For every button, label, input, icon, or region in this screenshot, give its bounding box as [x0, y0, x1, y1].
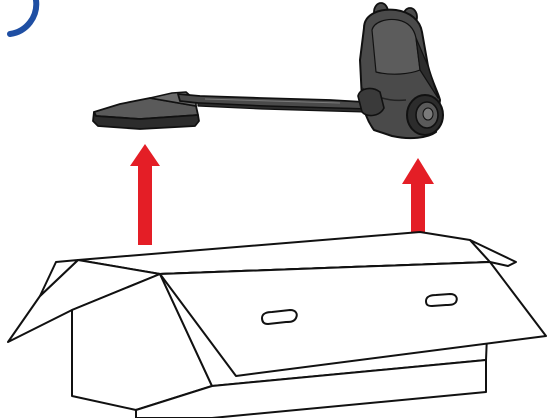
shipping-box-icon — [7, 231, 547, 418]
step-badge-icon — [7, 0, 40, 37]
device-arm-icon — [177, 93, 367, 113]
lift-arrow-icon — [130, 144, 160, 245]
lift-arrow-icon — [402, 158, 434, 242]
device-head-icon — [357, 2, 444, 140]
